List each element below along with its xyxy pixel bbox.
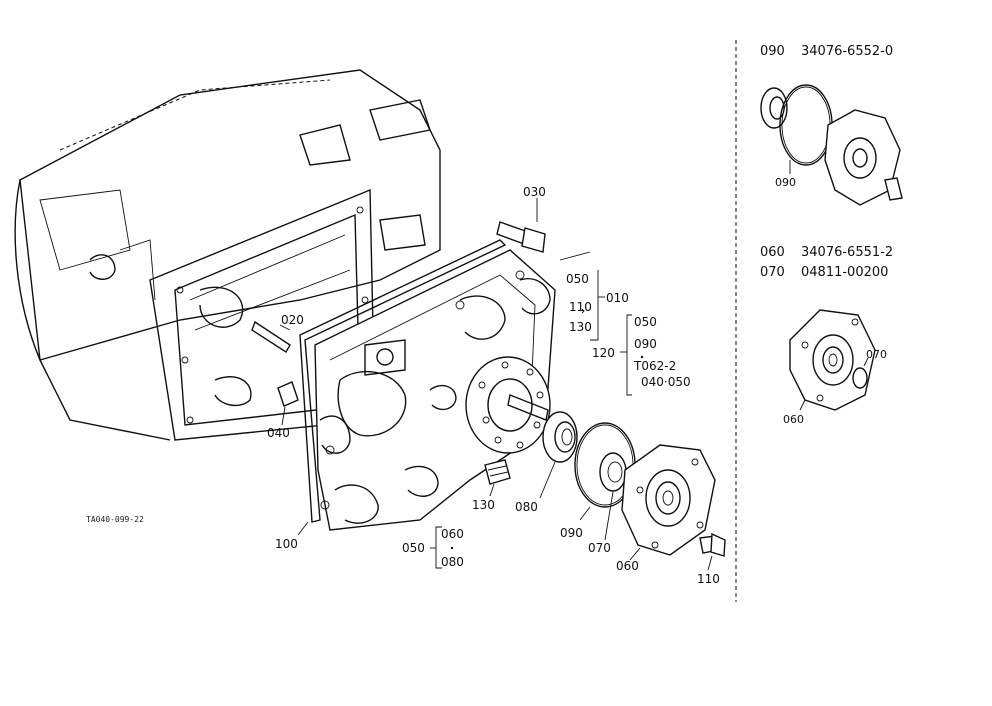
pump-flange bbox=[465, 356, 551, 454]
callout-130-plug: 130 bbox=[472, 498, 495, 512]
bearing-080 bbox=[542, 411, 578, 463]
callout-040-050: 040·050 bbox=[641, 375, 691, 389]
inset-090-number: 34076-6552-0 bbox=[801, 44, 893, 59]
bolt-110 bbox=[699, 532, 726, 557]
plug-040 bbox=[277, 381, 299, 407]
inset-060-part: 060 bbox=[760, 245, 785, 260]
inset-060-number: 34076-6551-2 bbox=[801, 245, 893, 260]
seal-070 bbox=[599, 452, 627, 492]
inset-090: 090 34076-6552-0 090 bbox=[760, 44, 903, 206]
callout-060-bottom: 060 bbox=[441, 527, 464, 541]
callout-040: 040 bbox=[267, 426, 290, 440]
valve-body-assembly bbox=[314, 249, 556, 531]
callout-130: 130 bbox=[569, 320, 592, 334]
callout-110-bolt: 110 bbox=[697, 572, 720, 586]
callout-050-bottom: 050 bbox=[402, 541, 425, 555]
pin-020 bbox=[251, 320, 291, 353]
bolt-030 bbox=[496, 221, 546, 253]
inset-060-callout: 060 bbox=[783, 413, 804, 426]
callout-110: 110 bbox=[569, 300, 592, 314]
callout-060: 060 bbox=[616, 559, 639, 573]
callout-070: 070 bbox=[588, 541, 611, 555]
callout-010: 010 bbox=[606, 291, 629, 305]
callout-120: 120 bbox=[592, 346, 615, 360]
callout-100: 100 bbox=[275, 537, 298, 551]
inset-060-070: 060 34076-6551-2 070 04811-00200 070 060 bbox=[760, 245, 893, 426]
leader-lines bbox=[279, 198, 713, 571]
callout-050: 050 bbox=[566, 272, 589, 286]
callout-labels: 030 050 110 130 010 050 090 120 T062-2 0… bbox=[86, 185, 720, 586]
inset-070-part: 070 bbox=[760, 265, 785, 280]
inset-090-part: 090 bbox=[760, 44, 785, 59]
callout-080-bottom: 080 bbox=[441, 555, 464, 569]
callout-030: 030 bbox=[523, 185, 546, 199]
inset-070-callout: 070 bbox=[866, 348, 887, 361]
reference-code: TA040-099-22 bbox=[86, 515, 144, 524]
callout-090-group: 090 bbox=[634, 337, 657, 351]
callout-090: 090 bbox=[560, 526, 583, 540]
inset-090-callout: 090 bbox=[775, 176, 796, 189]
plug-130 bbox=[484, 459, 511, 485]
inset-070-number: 04811-00200 bbox=[801, 265, 888, 280]
callout-t062-2: T062-2 bbox=[633, 359, 676, 373]
callout-080: 080 bbox=[515, 500, 538, 514]
gasket-100 bbox=[299, 239, 507, 523]
callout-050-group: 050 bbox=[634, 315, 657, 329]
pump-cover-060 bbox=[621, 444, 716, 556]
callout-020: 020 bbox=[281, 313, 304, 327]
